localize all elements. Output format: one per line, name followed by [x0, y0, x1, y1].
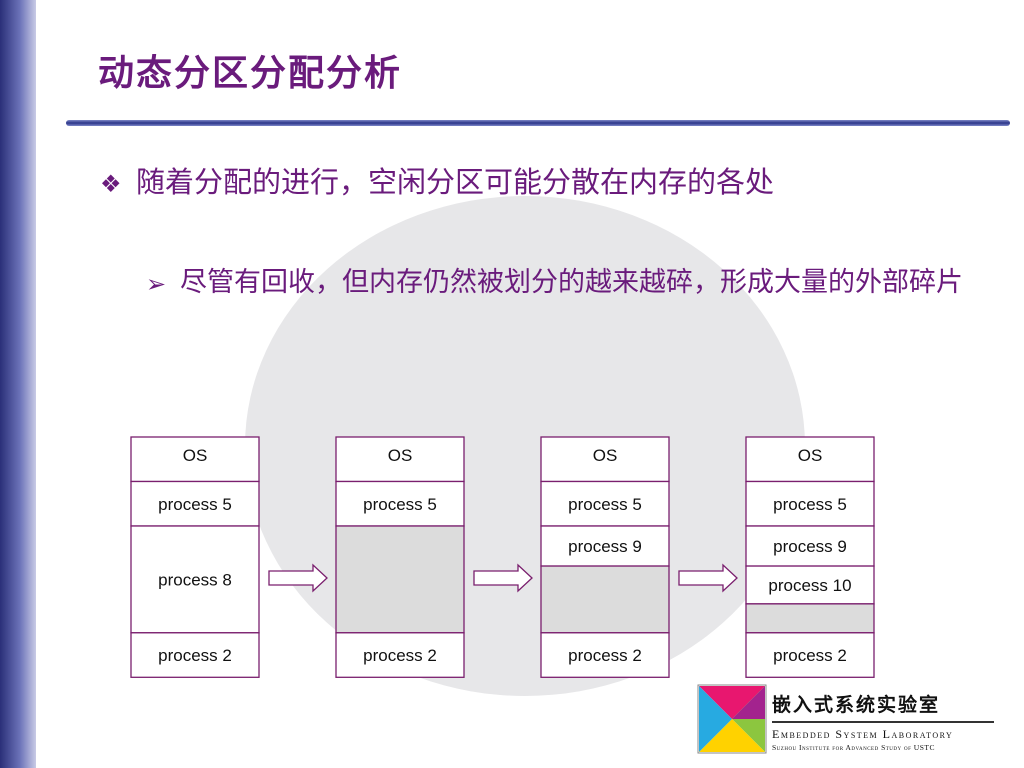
memory-block — [130, 480, 260, 527]
bullet-level-1: ❖ 随着分配的进行，空闲分区可能分散在内存的各处 — [100, 162, 980, 202]
memory-block — [335, 632, 465, 678]
bullet-level-2: ➢ 尽管有回收，但内存仍然被划分的越来越碎，形成大量的外部碎片 — [146, 264, 976, 302]
memory-stage: OS process 5 process 2 — [335, 436, 465, 678]
lab-name-chinese: 嵌入式系统实验室 — [772, 694, 941, 716]
memory-block — [745, 480, 875, 527]
diamond-bullet-icon: ❖ — [100, 170, 122, 198]
arrow-bullet-icon: ➢ — [146, 270, 167, 298]
memory-stage: OS process 5 process 8 process 2 — [130, 436, 260, 678]
block-label: process 5 — [158, 495, 232, 514]
left-sidebar-bar — [0, 0, 36, 768]
block-label: process 10 — [768, 576, 851, 595]
block-label: process 5 — [363, 495, 437, 514]
block-label: process 5 — [568, 495, 642, 514]
memory-block — [745, 436, 875, 483]
memory-block — [130, 632, 260, 678]
block-label: process 5 — [773, 495, 847, 514]
memory-block — [745, 525, 875, 567]
memory-block — [745, 632, 875, 678]
free-partition — [540, 565, 670, 634]
block-label: OS — [183, 446, 208, 465]
block-label: process 9 — [568, 537, 642, 556]
memory-block — [540, 632, 670, 678]
block-label: process 9 — [773, 537, 847, 556]
memory-stage: OS process 5 process 9 process 10 process 2 — [745, 436, 875, 678]
memory-block — [540, 436, 670, 483]
bullet-text: 随着分配的进行，空闲分区可能分散在内存的各处 — [136, 165, 775, 199]
block-label: OS — [798, 446, 823, 465]
logo-divider — [772, 721, 994, 723]
block-label: process 2 — [363, 646, 437, 665]
free-partition — [335, 525, 465, 634]
memory-block — [335, 436, 465, 483]
right-arrow-icon — [678, 563, 738, 593]
slide-title: 动态分区分配分析 — [98, 52, 403, 94]
block-label: process 2 — [773, 646, 847, 665]
memory-stage: OS process 5 process 9 process 2 — [540, 436, 670, 678]
bullet-text: 尽管有回收，但内存仍然被划分的越来越碎，形成大量的外部碎片 — [180, 267, 963, 298]
block-label: OS — [593, 446, 618, 465]
lab-institute: Suzhou Institute for Advanced Study of U… — [772, 743, 935, 752]
block-label: OS — [388, 446, 413, 465]
title-underline — [66, 120, 1010, 126]
block-label: process 2 — [158, 646, 232, 665]
right-arrow-icon — [268, 563, 328, 593]
free-partition — [745, 603, 875, 634]
right-arrow-icon — [473, 563, 533, 593]
block-label: process 2 — [568, 646, 642, 665]
memory-block — [540, 525, 670, 567]
memory-block — [130, 525, 260, 634]
lab-name-english: Embedded System Laboratory — [772, 727, 954, 741]
lab-logo-icon — [697, 684, 767, 754]
block-label: process 8 — [158, 570, 232, 589]
